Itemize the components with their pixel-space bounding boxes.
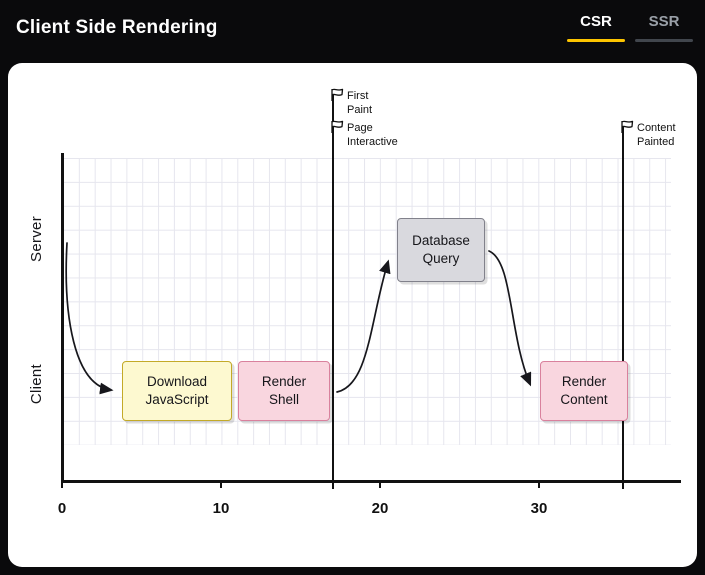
task-download-javascript: Download JavaScript xyxy=(122,361,232,421)
flag-icon-content-painted xyxy=(621,120,634,133)
x-tick-10 xyxy=(220,481,222,488)
page-title: Client Side Rendering xyxy=(16,17,218,38)
y-axis xyxy=(61,153,64,481)
x-tick-0 xyxy=(61,481,63,488)
milestone-line-first-paint xyxy=(332,93,334,489)
task-render-shell: Render Shell xyxy=(238,361,330,421)
csr-timeline-chart: Server Client Download JavaScript Render… xyxy=(8,63,697,567)
x-tick-30 xyxy=(538,481,540,488)
x-tick-label-10: 10 xyxy=(212,500,230,517)
tab-csr[interactable]: CSR xyxy=(565,13,627,42)
header: Client Side Rendering CSR SSR xyxy=(0,0,705,63)
tab-bar: CSR SSR xyxy=(565,13,695,42)
chart-card: Server Client Download JavaScript Render… xyxy=(8,63,697,567)
x-tick-label-0: 0 xyxy=(57,500,67,517)
x-tick-label-20: 20 xyxy=(371,500,389,517)
milestone-label-page-interactive: Page Interactive xyxy=(347,122,398,149)
x-tick-label-30: 30 xyxy=(530,500,548,517)
x-axis xyxy=(61,480,681,483)
lane-label-client: Client xyxy=(28,364,45,405)
x-tick-20 xyxy=(379,481,381,488)
task-render-content: Render Content xyxy=(540,361,628,421)
tab-ssr[interactable]: SSR xyxy=(633,13,695,42)
milestone-label-content-painted: Content Painted xyxy=(637,122,676,149)
milestone-label-first-paint: First Paint xyxy=(347,90,373,117)
task-database-query: Database Query xyxy=(397,218,485,282)
milestone-line-content-painted xyxy=(622,125,624,489)
flag-icon-page-interactive xyxy=(331,120,344,133)
lane-label-server: Server xyxy=(28,216,45,262)
flag-icon-first-paint xyxy=(331,88,344,101)
